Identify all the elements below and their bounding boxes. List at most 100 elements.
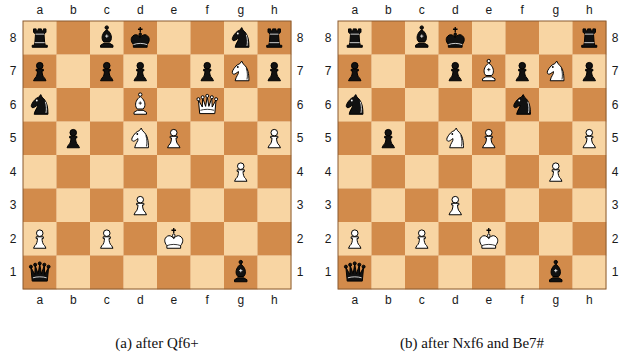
sub-caption: (a) after Qf6+ <box>115 336 198 351</box>
file-letter: c <box>419 4 425 16</box>
board-square <box>191 122 225 156</box>
file-letter: e <box>485 4 492 16</box>
chess-piece <box>516 62 528 80</box>
file-letter: c <box>104 294 110 306</box>
board-square <box>439 222 473 256</box>
board-square <box>157 21 191 55</box>
chess-piece <box>382 129 394 147</box>
board-square <box>338 88 372 122</box>
board-square <box>90 155 124 189</box>
file-letter: g <box>237 4 244 16</box>
file-letter: e <box>170 294 177 306</box>
rank-number: 8 <box>297 32 304 44</box>
file-letter: e <box>170 4 177 16</box>
file-letter: d <box>452 4 459 16</box>
file-letter: a <box>351 4 358 16</box>
chess-piece <box>344 262 365 281</box>
board-square <box>224 189 258 223</box>
board-square <box>157 88 191 122</box>
board-square <box>157 189 191 223</box>
board-square <box>90 55 124 89</box>
board-square <box>124 222 158 256</box>
board-square <box>405 256 439 290</box>
file-letter: b <box>70 294 77 306</box>
chess-piece <box>201 62 213 80</box>
chess-piece <box>232 61 249 81</box>
chess-piece <box>550 163 562 181</box>
chess-piece <box>349 62 361 80</box>
file-letter: g <box>237 294 244 306</box>
board-square <box>439 88 473 122</box>
rank-number: 1 <box>10 266 17 278</box>
chess-piece <box>197 94 218 113</box>
board-square <box>573 21 607 55</box>
rank-number: 6 <box>297 99 304 111</box>
board-square <box>338 189 372 223</box>
board-square <box>157 55 191 89</box>
board-square <box>23 222 57 256</box>
rank-number: 7 <box>612 65 619 77</box>
rank-number: 3 <box>297 199 304 211</box>
chess-piece <box>480 228 498 248</box>
board-square <box>506 256 540 290</box>
board-square <box>338 155 372 189</box>
chess-piece <box>346 95 363 115</box>
board-square <box>472 21 506 55</box>
rank-number: 2 <box>10 233 17 245</box>
file-letter: c <box>104 4 110 16</box>
board-square <box>539 55 573 89</box>
board-square <box>258 222 292 256</box>
chess-piece <box>349 230 361 248</box>
board-square <box>224 222 258 256</box>
board-square <box>258 122 292 156</box>
file-letter: c <box>419 294 425 306</box>
board-square <box>539 122 573 156</box>
rank-number: 1 <box>612 266 619 278</box>
board-square <box>405 155 439 189</box>
board-frame <box>338 21 606 289</box>
chess-piece <box>34 230 46 248</box>
board-square <box>338 256 372 290</box>
board-square <box>573 155 607 189</box>
file-letter: h <box>271 294 278 306</box>
rank-number: 1 <box>297 266 304 278</box>
board-square <box>23 189 57 223</box>
board-square <box>405 55 439 89</box>
chess-piece <box>101 230 113 248</box>
board-square <box>506 222 540 256</box>
rank-number: 3 <box>325 199 332 211</box>
board-square <box>573 256 607 290</box>
sub-caption: (b) after Nxf6 and Be7# <box>400 336 544 351</box>
chess-piece <box>235 163 247 181</box>
board-square <box>573 189 607 223</box>
board-square <box>57 155 91 189</box>
rank-number: 8 <box>325 32 332 44</box>
rank-number: 1 <box>325 266 332 278</box>
rank-number: 5 <box>10 132 17 144</box>
board-square <box>124 122 158 156</box>
rank-number: 5 <box>612 132 619 144</box>
board-square <box>224 55 258 89</box>
rank-number: 8 <box>612 32 619 44</box>
rank-number: 4 <box>10 166 17 178</box>
board-square <box>23 256 57 290</box>
board-square <box>506 21 540 55</box>
board-square <box>57 256 91 290</box>
chess-piece <box>32 29 47 47</box>
board-square <box>472 189 506 223</box>
board-square <box>573 122 607 156</box>
chess-piece <box>550 260 562 281</box>
board-square <box>258 155 292 189</box>
board-square <box>157 155 191 189</box>
board-square <box>372 189 406 223</box>
chess-piece <box>232 28 249 48</box>
board-square <box>224 21 258 55</box>
board-square <box>258 256 292 290</box>
chess-board <box>23 21 291 289</box>
board-square <box>224 256 258 290</box>
board-square <box>472 155 506 189</box>
chess-piece <box>235 260 247 281</box>
board-square <box>157 122 191 156</box>
board-square <box>506 55 540 89</box>
